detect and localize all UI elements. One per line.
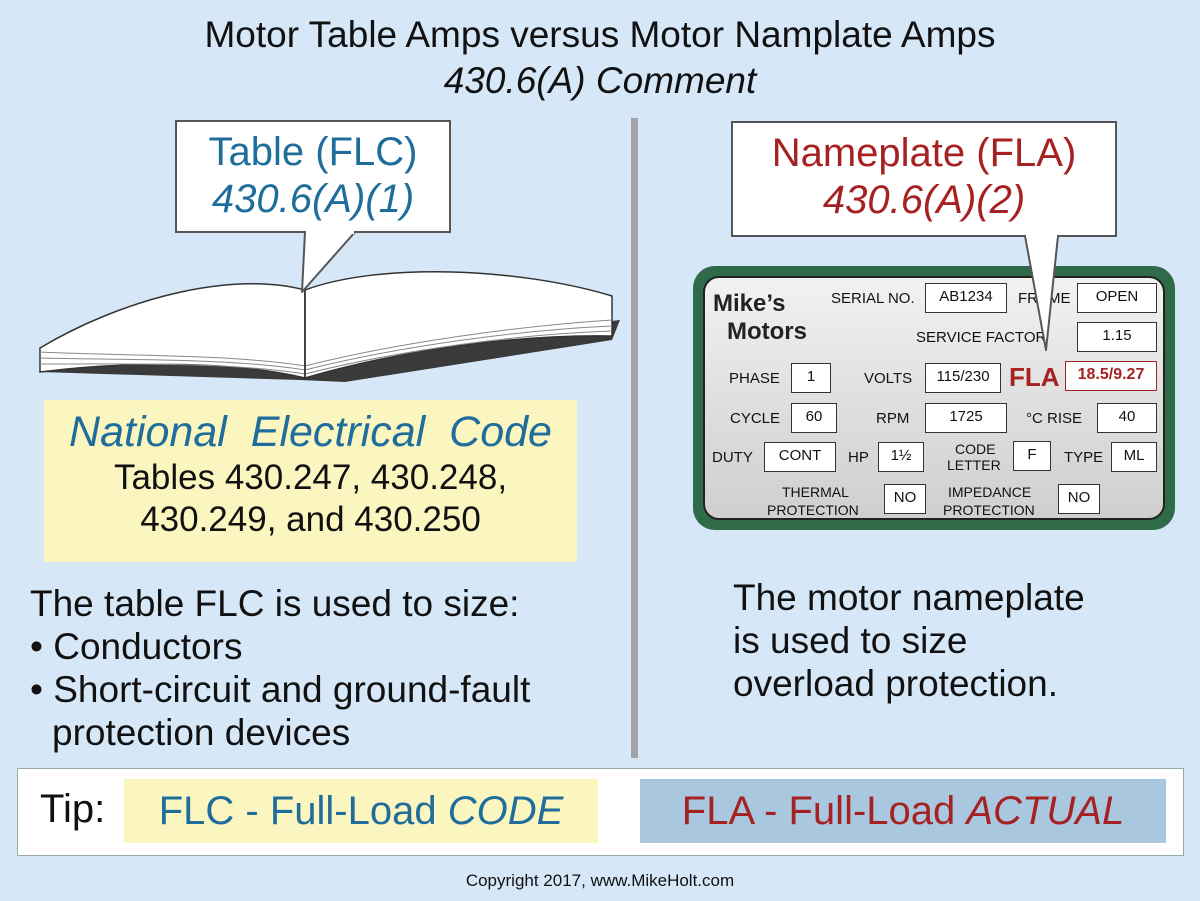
page-subtitle: 430.6(A) Comment — [443, 60, 757, 101]
code-letter-label-line2: LETTER — [947, 457, 1001, 473]
rise-label: °C RISE — [1026, 410, 1083, 427]
flc-bullet-protection-cont: protection devices — [52, 712, 351, 753]
impedance-label-line1: IMPEDANCE — [948, 484, 1032, 500]
fla-value: 18.5/9.27 — [1065, 361, 1157, 391]
hp-value: 1½ — [878, 442, 924, 472]
phase-label: PHASE — [729, 370, 780, 387]
phase-value: 1 — [791, 363, 831, 393]
copyright: Copyright 2017, www.MikeHolt.com — [465, 871, 735, 890]
duty-label: DUTY — [712, 449, 753, 466]
nec-title: National Electrical Code — [69, 408, 552, 456]
hp-label: HP — [848, 449, 869, 466]
tip-fla-emphasis: ACTUAL — [966, 789, 1125, 833]
flc-bullet-protection: • Short-circuit and ground-fault — [30, 669, 531, 710]
callout-table-title: Table (FLC) — [208, 130, 418, 174]
fla-line-2: is used to size — [733, 620, 968, 661]
service-factor-label: SERVICE FACTOR — [916, 329, 1047, 346]
volts-label: VOLTS — [864, 370, 913, 387]
type-label: TYPE — [1064, 449, 1104, 466]
cycle-label: CYCLE — [730, 410, 781, 427]
nameplate-fla-callout: Nameplate (FLA) 430.6(A)(2) — [731, 121, 1117, 237]
impedance-label-line2: PROTECTION — [943, 502, 1035, 518]
callout-name-title: Nameplate (FLA) — [771, 131, 1077, 175]
tip-flc-emphasis: CODE — [447, 789, 564, 833]
motor-nameplate-face — [703, 276, 1165, 520]
duty-value: CONT — [764, 442, 836, 472]
volts-value: 115/230 — [925, 363, 1001, 393]
fla-line-1: The motor nameplate — [733, 577, 1085, 618]
rpm-value: 1725 — [925, 403, 1007, 433]
flc-bullet-conductors: • Conductors — [30, 626, 243, 667]
thermal-label-line1: THERMAL — [782, 484, 849, 500]
code-letter-label-line1: CODE — [955, 441, 996, 457]
cycle-value: 60 — [791, 403, 837, 433]
flc-usage-text: The table FLC is used to size: • Conduct… — [30, 582, 530, 754]
tip-fla: FLA - Full-Load ACTUAL — [640, 779, 1166, 843]
fla-label: FLA — [1009, 362, 1060, 392]
rise-value: 40 — [1097, 403, 1157, 433]
nameplate-brand-line1: Mike’s — [713, 290, 786, 317]
nec-line-1: Tables 430.247, 430.248, — [113, 458, 508, 497]
page-title: Motor Table Amps versus Motor Namplate A… — [204, 14, 996, 55]
flc-intro: The table FLC is used to size: — [30, 583, 520, 624]
rpm-label: RPM — [876, 410, 910, 427]
tip-flc-text: FLC - Full-Load — [158, 789, 448, 833]
type-value: ML — [1111, 442, 1157, 472]
fla-line-3: overload protection. — [733, 663, 1058, 704]
callout-name-ref: 430.6(A)(2) — [822, 178, 1026, 222]
tip-label: Tip: — [40, 787, 106, 831]
impedance-value: NO — [1058, 484, 1100, 514]
center-divider — [631, 118, 638, 758]
tip-flc: FLC - Full-Load CODE — [124, 779, 598, 843]
service-factor-value: 1.15 — [1077, 322, 1157, 352]
nec-box: National Electrical Code Tables 430.247,… — [44, 400, 577, 562]
nec-line-2: 430.249, and 430.250 — [140, 500, 481, 539]
tip-fla-text: FLA - Full-Load — [681, 789, 967, 833]
code-letter-value: F — [1013, 441, 1051, 471]
thermal-label-line2: PROTECTION — [767, 502, 859, 518]
callout-table-ref: 430.6(A)(1) — [211, 177, 415, 221]
serial-label: SERIAL NO. — [831, 290, 915, 307]
thermal-value: NO — [884, 484, 926, 514]
serial-value: AB1234 — [925, 283, 1007, 313]
frame-value: OPEN — [1077, 283, 1157, 313]
nameplate-brand-line2: Motors — [727, 318, 807, 345]
fla-usage-text: The motor nameplate is used to size over… — [733, 576, 1085, 705]
